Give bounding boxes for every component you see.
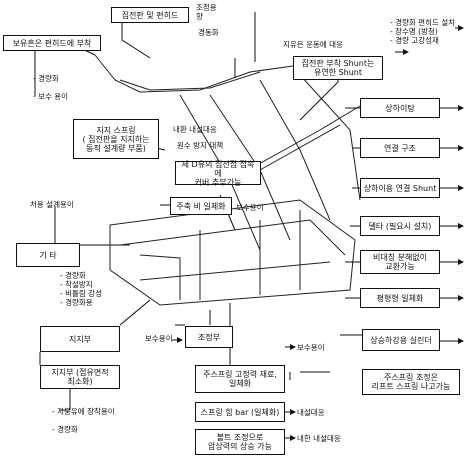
box-support-contact: 지지부 (접유면적 최소화)	[40, 365, 120, 389]
box-cylinder: 상승하강용 실린더	[362, 329, 440, 351]
text-maintenance-adjust: 보수용이	[145, 334, 173, 343]
pantograph-base-frame	[110, 200, 355, 305]
text-maintenance-spring: 보수용이	[297, 343, 325, 352]
box-shunt: 집전판 부착 Shunt는 유연한 Shunt	[293, 56, 383, 80]
text-cold-snow: 내환 내설대응	[173, 125, 217, 134]
text-snow-response: 내설대응	[297, 408, 325, 417]
box-main-axis: 주축 비 일체화	[170, 197, 232, 215]
text-rain-prevention: 원수 방지 대책	[177, 141, 223, 150]
text-maintenance-axis: 보수용이	[236, 203, 264, 212]
box-balance: 평형형 일체화	[360, 288, 440, 308]
box-main-spring-material: 주스프링 고정력 재료, 일체화	[195, 365, 285, 393]
box-damper: 델타 (필요시 설치)	[360, 216, 440, 236]
text-free-motion: 지유은 운동에 대응	[283, 40, 343, 49]
box-spring-bar: 스프링 힘 bar (일체화)	[195, 402, 285, 422]
box-pan-head: 집전판 및 편히드	[111, 7, 189, 23]
box-updown-shunt: 상하이용 연결 Shunt	[360, 178, 440, 198]
text-lightweight-top: 경동화	[198, 28, 219, 37]
text-maintenance-left: - 보수 용이	[33, 92, 68, 101]
box-asymmetric: 비대칭 분해없이 교환가능	[360, 250, 440, 274]
box-connection-structure: 연결 구조	[360, 138, 440, 158]
text-lightweight-bottom: - 경량화	[52, 425, 78, 434]
text-lightweight-left: - 경량화	[33, 74, 59, 83]
text-adjust-use: 조정용 향	[196, 3, 217, 21]
box-adjust-part: 조정부	[185, 326, 233, 348]
text-vehicle-design: 처용 설계용이	[30, 200, 74, 209]
box-bolt-adjust: 볼트 조정으로 압상력의 상승 가능	[195, 429, 285, 455]
box-up-down: 상하이탕	[360, 98, 440, 118]
pantograph-head-outline	[95, 55, 300, 92]
box-pan-attached: 보유흔은 편히드에 부착	[3, 35, 101, 51]
box-main-spring-adjust: 주스프링 조정은 리프트 스프링 나고가능	[362, 369, 460, 395]
text-roof-mount: - 지붕유에 장착용이	[52, 407, 115, 416]
text-other-features: - 경량화 - 착설방지 - 비틀림 강성 - 경량화용	[60, 271, 102, 307]
box-support-spring: 지지 스프링 ( 집전판을 지지하는 동적 설계량 부품)	[73, 119, 159, 159]
text-cold-snow-bottom: 내한 내설대응	[297, 434, 341, 443]
box-support-part: 지지부	[40, 326, 120, 352]
text-right-features: - 경량화 편히드 설치 - 장수명 (방청) - 경량 고강성재	[390, 18, 455, 45]
box-other: 기 타	[16, 243, 80, 267]
box-cover-attach: 제 D유의 집전점 접속에 커버 추부가능	[175, 161, 261, 185]
